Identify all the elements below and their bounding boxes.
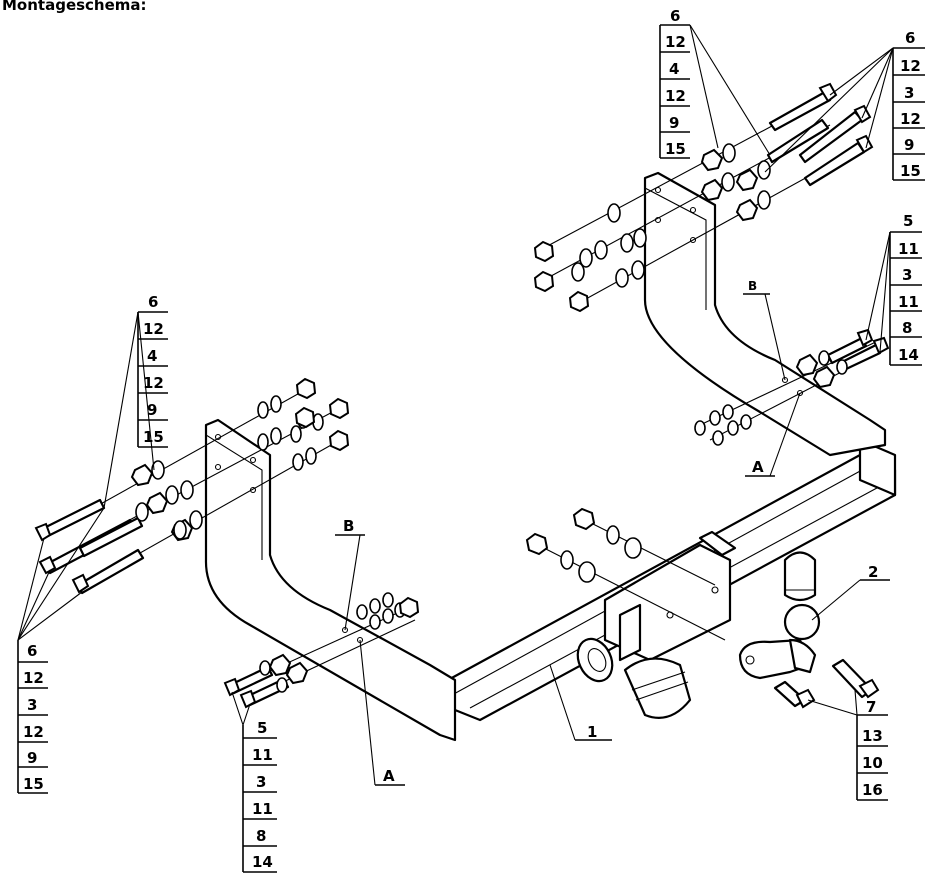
stack-left-lower: 6 12 3 12 9 15: [17, 640, 48, 794]
left-hardware: [34, 377, 350, 595]
stack-top-left: 6 12 4 12 9 15: [659, 7, 690, 159]
right-mid-hardware: [694, 328, 890, 446]
stack-label: 4: [669, 60, 679, 78]
stack-label: 5: [257, 719, 267, 737]
stack-label: 8: [902, 319, 912, 337]
stack-label: 13: [862, 727, 883, 745]
electrical-socket: [576, 637, 692, 719]
stack-label: 3: [256, 773, 266, 791]
right-bracket: [643, 171, 887, 457]
stack-label: 11: [898, 293, 919, 311]
stack-label: 7: [866, 698, 876, 716]
stack-label: 9: [27, 749, 37, 767]
stack-label: 6: [905, 29, 915, 47]
stack-label: 3: [902, 266, 912, 284]
part-label-1: 1: [587, 723, 597, 741]
stack-label: 11: [252, 800, 273, 818]
stack-label: 3: [27, 696, 37, 714]
stack-label: 15: [665, 140, 686, 158]
stack-label: 14: [252, 853, 273, 871]
stack-label: 3: [904, 84, 914, 102]
stack-label: 11: [252, 746, 273, 764]
stack-label: 9: [147, 401, 157, 419]
stack-label: 16: [862, 781, 883, 799]
stack-label: 4: [147, 347, 157, 365]
stack-label: 8: [256, 827, 266, 845]
stack-left-upper: 6 12 4 12 9 15: [137, 293, 168, 448]
stack-label: 12: [900, 57, 921, 75]
stack-label: 12: [665, 87, 686, 105]
left-bracket: [204, 418, 457, 742]
stack-label: 15: [23, 775, 44, 793]
part-label-2: 2: [868, 563, 878, 581]
stack-label: 12: [23, 669, 44, 687]
stack-label: 12: [665, 33, 686, 51]
point-label-b-right: B: [748, 279, 757, 293]
point-label-a-right: A: [752, 458, 764, 476]
tow-ball: [738, 551, 821, 680]
center-receiver: [603, 530, 737, 662]
stack-label: 12: [143, 320, 164, 338]
bottom-mid-hardware: [223, 592, 420, 709]
stack-bottom-right: 7 13 10 16: [856, 698, 888, 801]
stack-top-right: 6 12 3 12 9 15: [892, 29, 925, 181]
stack-label: 12: [143, 374, 164, 392]
stack-label: 6: [670, 7, 680, 25]
stack-label: 6: [27, 642, 37, 660]
stack-label: 9: [904, 136, 914, 154]
stack-label: 15: [900, 162, 921, 180]
stack-bottom-mid: 5 11 3 11 8 14: [242, 719, 277, 873]
stack-label: 5: [903, 212, 913, 230]
point-label-b-left: B: [343, 517, 354, 535]
stack-label: 12: [23, 723, 44, 741]
stack-label: 11: [898, 240, 919, 258]
ball-bolts: [773, 658, 880, 709]
diagram-title: Montageschema:: [2, 0, 147, 14]
stack-label: 9: [669, 114, 679, 132]
stack-right-mid: 5 11 3 11 8 14: [889, 212, 922, 366]
stack-label: 15: [143, 428, 164, 446]
stack-label: 6: [148, 293, 158, 311]
point-label-a-left: A: [383, 767, 395, 785]
stack-label: 12: [900, 110, 921, 128]
stack-label: 10: [862, 754, 883, 772]
center-hardware: [525, 507, 726, 641]
stack-label: 14: [898, 346, 919, 364]
top-right-hardware: [533, 82, 874, 313]
